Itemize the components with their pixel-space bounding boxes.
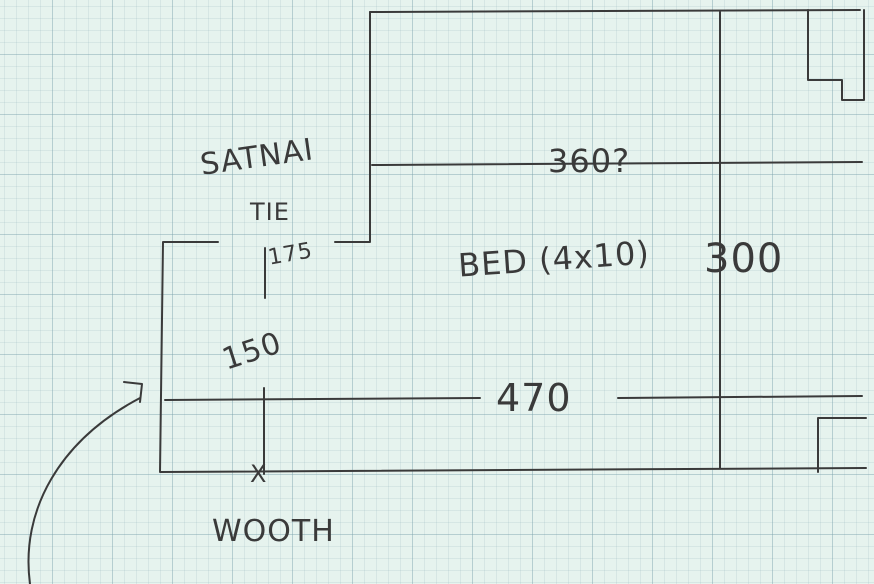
inner-lines [164, 11, 863, 475]
stair-steps-bottom [817, 417, 867, 473]
dimension-300-label: 300 [704, 236, 784, 282]
wooth-label: WOOTH [212, 514, 335, 549]
tie-label: TIE [250, 198, 290, 226]
room-outline [159, 9, 867, 473]
stair-steps-top [807, 9, 865, 101]
dimension-360-label: 360? [548, 142, 631, 180]
dimension-470-label: 470 [496, 376, 572, 420]
pointer-arrow [27, 381, 143, 584]
marker-x-label: X [250, 460, 268, 488]
